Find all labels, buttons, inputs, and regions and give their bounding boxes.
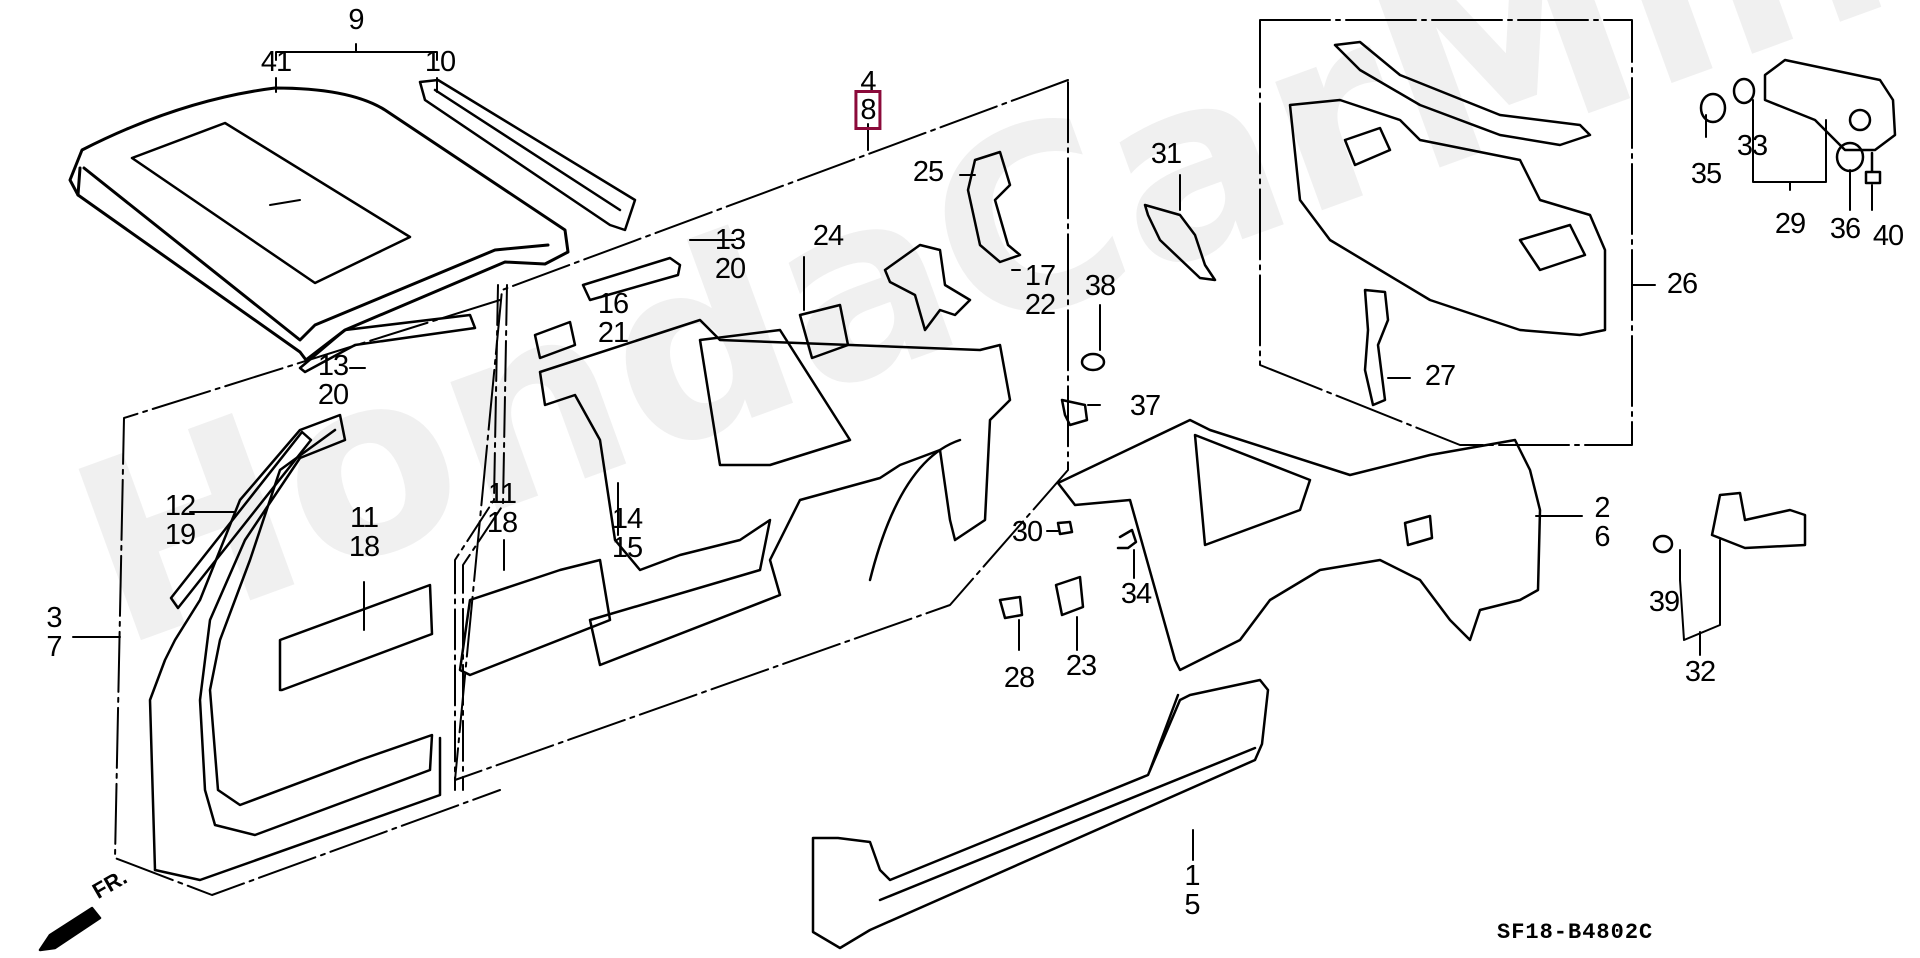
callout-6: 6 [1594, 521, 1610, 553]
part-17 [883, 243, 972, 332]
callout-29[interactable]: 29 [1774, 208, 1806, 240]
rocker-panel [811, 678, 1270, 950]
pillar-strip [169, 430, 313, 610]
roof-panel [68, 86, 570, 362]
part-25 [966, 150, 1022, 264]
callout-3: 3 [46, 602, 62, 634]
callout-22: 22 [1024, 289, 1056, 321]
callout-26[interactable]: 26 [1666, 268, 1698, 300]
callout-24[interactable]: 24 [812, 220, 844, 252]
part-39 [1652, 534, 1674, 554]
part-34 [1116, 528, 1138, 550]
front-arrow-icon [38, 906, 102, 952]
roof-strip-mid [581, 256, 682, 302]
callout-13-20-mid[interactable]: 13 20 [714, 224, 746, 285]
callout-15: 15 [611, 532, 643, 564]
inner-front-panel [148, 413, 442, 882]
callout-8[interactable]: 8 [854, 90, 882, 130]
part-24 [798, 303, 850, 360]
callout-31[interactable]: 31 [1150, 138, 1182, 170]
callout-18: 18 [348, 531, 380, 563]
part-28 [998, 595, 1024, 620]
callout-38[interactable]: 38 [1084, 270, 1116, 302]
callout-13-20-left[interactable]: 13 20 [317, 350, 349, 411]
callout-28[interactable]: 28 [1003, 662, 1035, 694]
callout-3-7[interactable]: 3 7 [46, 602, 62, 663]
firewall-panel [1288, 40, 1607, 337]
callout-11: 11 [487, 478, 517, 510]
part-38 [1080, 352, 1106, 372]
part-36 [1835, 141, 1865, 173]
group-box-left [114, 299, 501, 896]
leader-lines [72, 99, 1873, 861]
callout-20: 20 [317, 379, 349, 411]
callout-20: 20 [714, 253, 746, 285]
callout-21: 21 [597, 317, 629, 349]
callout-2-6[interactable]: 2 6 [1594, 492, 1610, 553]
callout-14-15[interactable]: 14 15 [611, 503, 643, 564]
part-40 [1864, 151, 1882, 185]
reinforcement-11 [278, 583, 434, 692]
callout-2: 2 [1594, 492, 1610, 524]
part-31 [1143, 203, 1217, 282]
callout-17: 17 [1024, 260, 1056, 292]
callout-1-5[interactable]: 1 5 [1184, 860, 1200, 921]
part-30 [1056, 520, 1074, 536]
callout-11-18-mid[interactable]: 11 18 [486, 478, 518, 539]
callout-11-18-left[interactable]: 11 18 [348, 502, 380, 563]
callout-16-21[interactable]: 16 21 [597, 288, 629, 349]
callout-5: 5 [1184, 889, 1200, 921]
callout-7: 7 [46, 631, 62, 663]
quarter-panel [1056, 418, 1542, 672]
callout-11: 11 [349, 502, 379, 534]
callout-12: 12 [164, 490, 196, 522]
group-box-middle [454, 79, 1069, 781]
callout-41[interactable]: 41 [260, 46, 292, 78]
roof-strip-left [298, 313, 477, 374]
callout-1: 1 [1184, 860, 1200, 892]
callout-13: 13 [317, 350, 349, 382]
callout-35[interactable]: 35 [1690, 158, 1722, 190]
callout-25[interactable]: 25 [912, 156, 944, 188]
group-box-firewall [1259, 19, 1633, 446]
part-27 [1363, 288, 1390, 407]
callout-39[interactable]: 39 [1648, 586, 1680, 618]
bracket-16 [533, 320, 577, 360]
part-33 [1732, 77, 1756, 105]
callout-13: 13 [714, 224, 746, 256]
callout-30[interactable]: 30 [1011, 516, 1043, 548]
leader-9 [275, 43, 438, 61]
highlighted-part-box[interactable]: 8 [854, 90, 882, 130]
callout-40[interactable]: 40 [1872, 220, 1904, 252]
callout-19: 19 [164, 519, 196, 551]
callout-10[interactable]: 10 [424, 46, 456, 78]
callout-16: 16 [597, 288, 629, 320]
inner-rear-panel [458, 318, 1012, 677]
callout-18: 18 [486, 507, 518, 539]
callout-23[interactable]: 23 [1065, 650, 1097, 682]
part-32 [1710, 491, 1807, 550]
callout-33[interactable]: 33 [1736, 130, 1768, 162]
hinge-assembly-29 [1763, 58, 1897, 152]
callout-12-19[interactable]: 12 19 [164, 490, 196, 551]
callout-17-22[interactable]: 17 22 [1024, 260, 1056, 321]
callout-27[interactable]: 27 [1424, 360, 1456, 392]
divider [454, 284, 499, 791]
callout-37[interactable]: 37 [1129, 390, 1161, 422]
part-23 [1054, 575, 1085, 617]
callout-9[interactable]: 9 [348, 4, 364, 36]
callout-36[interactable]: 36 [1829, 213, 1861, 245]
part-37 [1060, 398, 1089, 427]
callout-34[interactable]: 34 [1120, 578, 1152, 610]
callout-14: 14 [611, 503, 643, 535]
callout-4[interactable]: 4 [860, 66, 876, 98]
part-35 [1699, 92, 1727, 124]
callout-32[interactable]: 32 [1684, 656, 1716, 688]
diagram-code: SF18-B4802C [1497, 920, 1654, 945]
